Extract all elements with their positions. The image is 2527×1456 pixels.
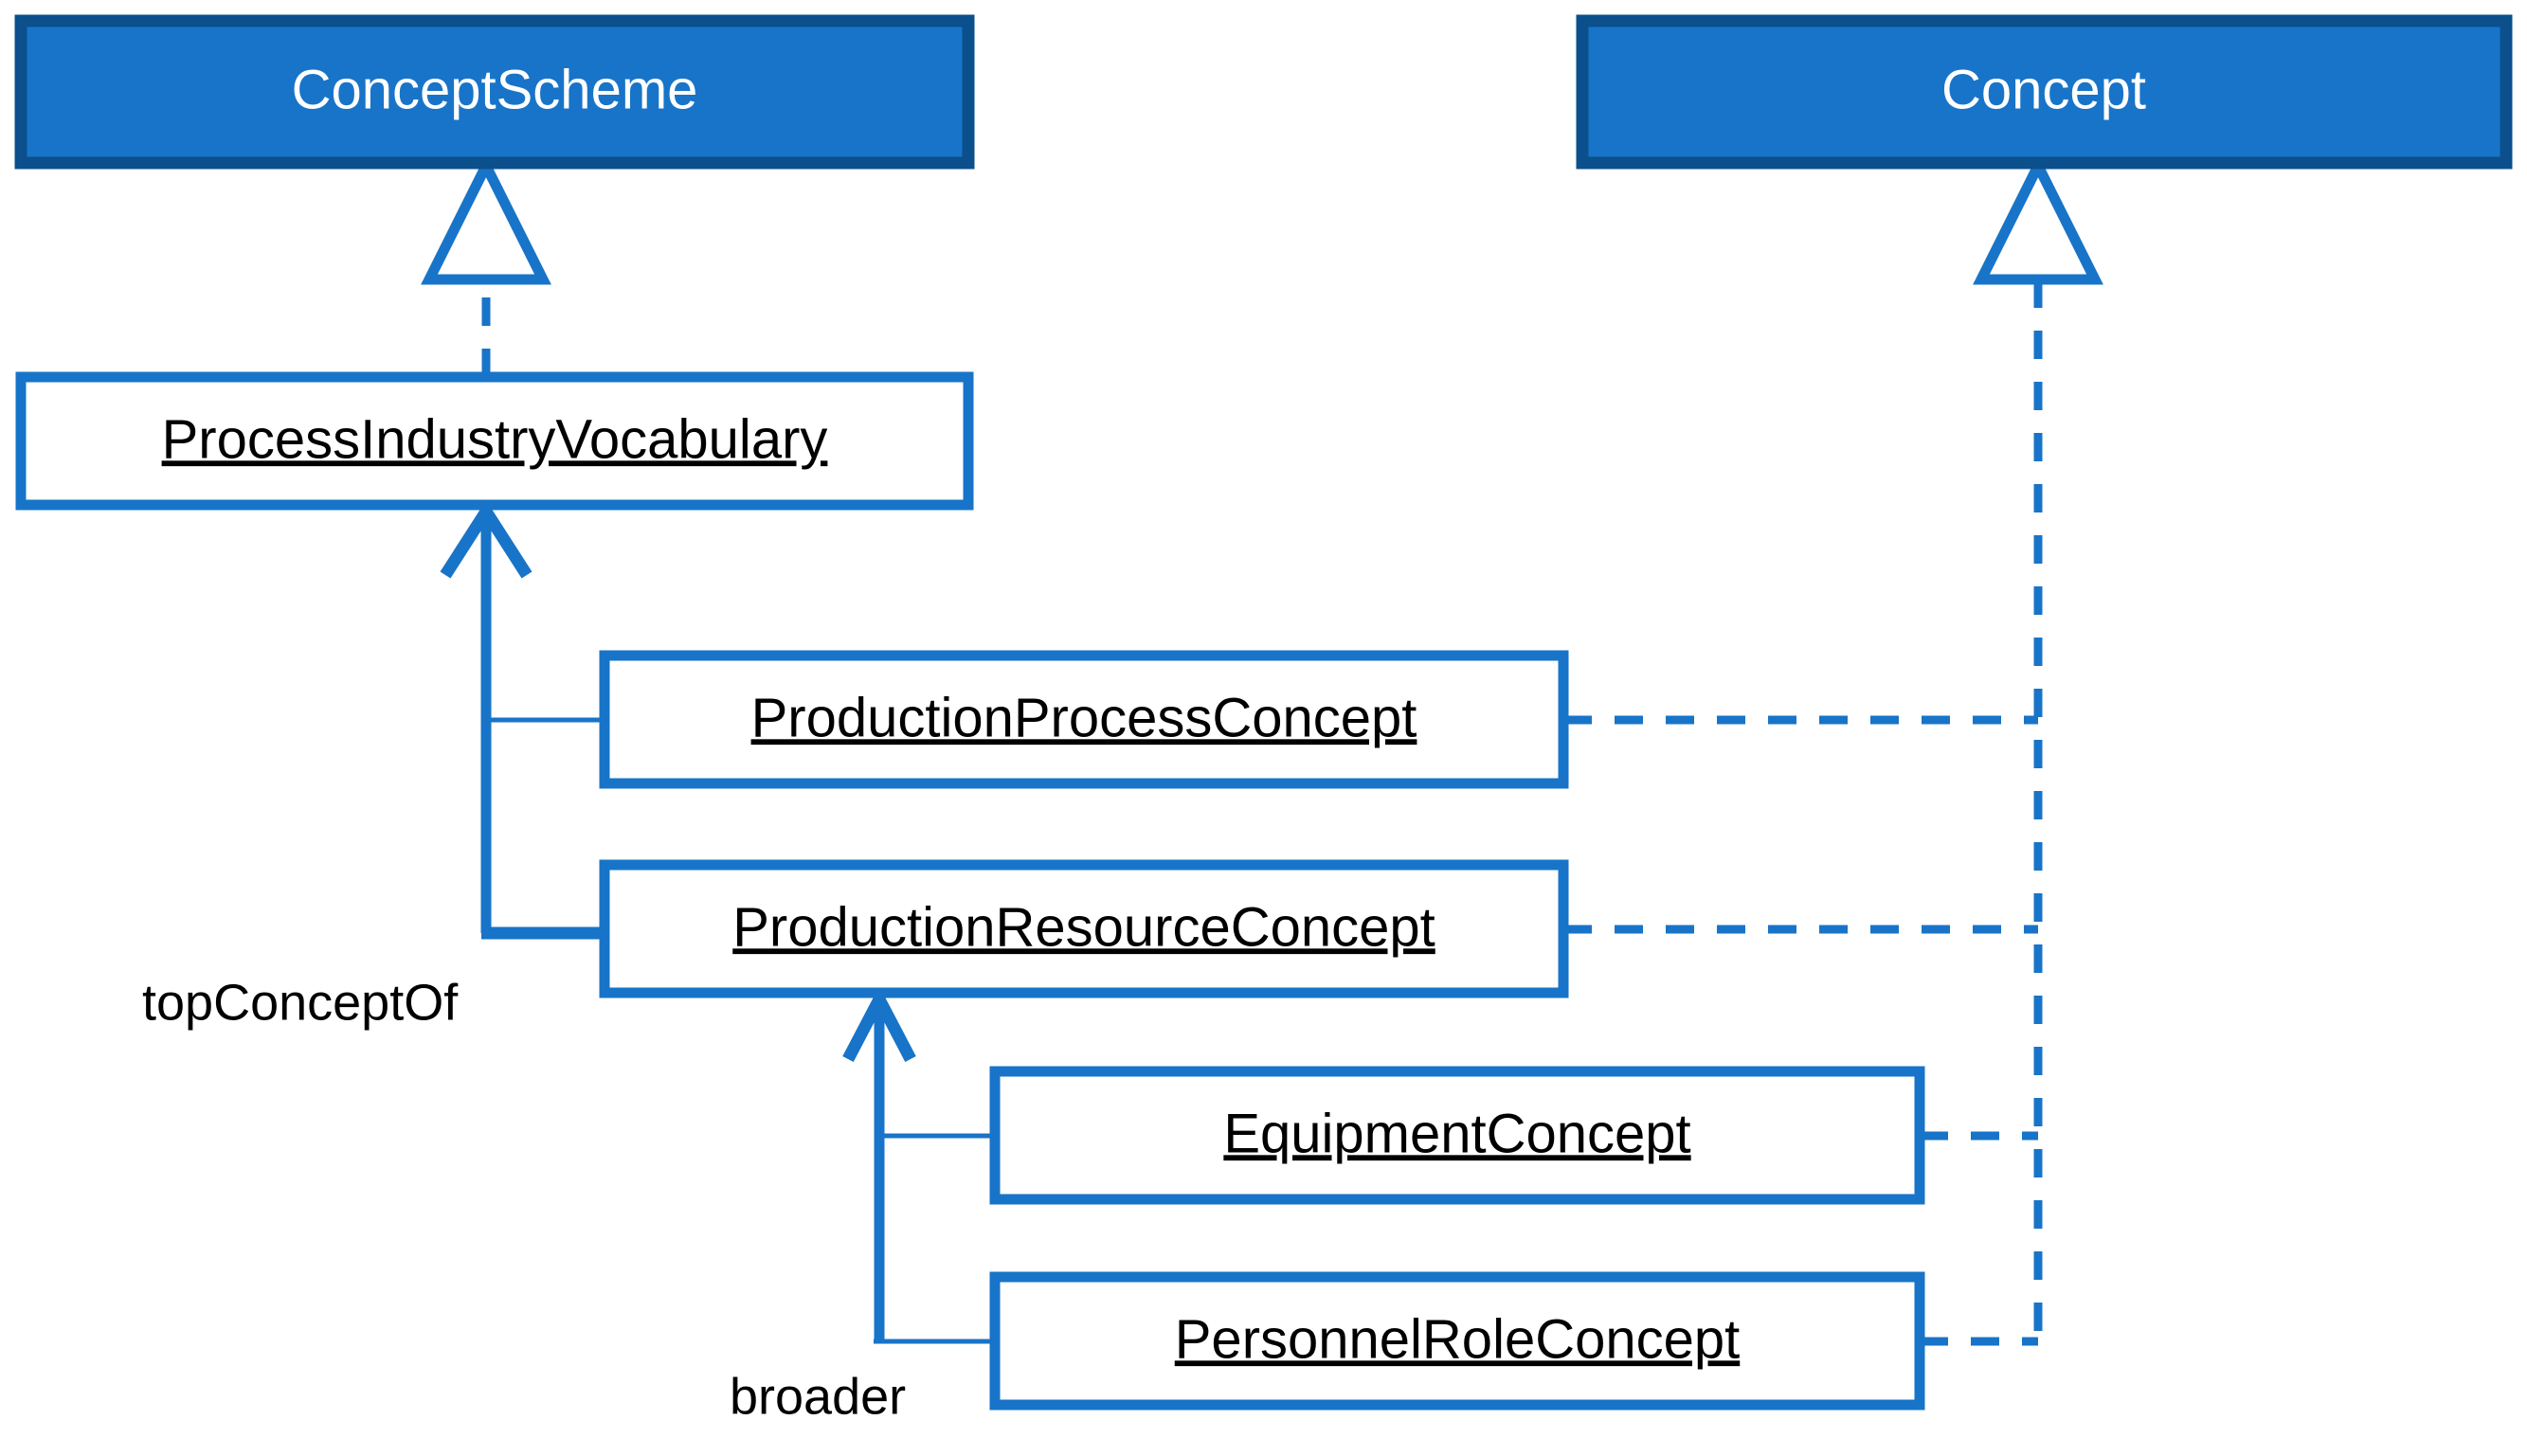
concept-scheme-label: ConceptScheme [292,59,698,120]
broader-arrowhead-icon [842,985,916,1063]
topconceptof-edge-label: topConceptOf [142,974,459,1031]
production-process-concept-label: ProductionProcessConcept [751,687,1417,748]
equipment-concept-box[interactable] [989,1066,1925,1205]
edge-instantiation-vocabulary [421,153,551,377]
hollow-triangle-left-icon [421,153,551,285]
edge-topconceptof [440,499,605,940]
concept-label: Concept [1941,59,2146,120]
broader-edge-label: broader [730,1368,906,1425]
concept-box[interactable] [1576,14,2513,170]
process-industry-vocabulary-box[interactable] [15,371,974,511]
production-process-concept-box[interactable] [599,650,1569,789]
personnel-role-concept-box[interactable] [989,1271,1925,1411]
personnel-role-concept-label: PersonnelRoleConcept [1175,1308,1740,1370]
production-resource-concept-label: ProductionResourceConcept [732,896,1435,958]
hollow-triangle-right-icon [1973,153,2103,285]
node-equipment-concept[interactable]: EquipmentConcept [989,1066,1925,1205]
concept-scheme-box[interactable] [14,14,975,170]
node-concept-scheme[interactable]: ConceptScheme [14,14,975,170]
edge-broader [842,985,995,1344]
topconceptof-arrowhead-icon [440,499,532,579]
equipment-concept-label: EquipmentConcept [1223,1103,1690,1164]
node-process-industry-vocabulary[interactable]: ProcessIndustryVocabulary [15,371,974,511]
node-concept[interactable]: Concept [1576,14,2513,170]
production-resource-concept-box[interactable] [599,859,1569,998]
node-production-process-concept[interactable]: ProductionProcessConcept [599,650,1569,789]
edge-instantiation-concepts [1563,153,2103,1346]
node-production-resource-concept[interactable]: ProductionResourceConcept [599,859,1569,998]
process-industry-vocabulary-label: ProcessIndustryVocabulary [162,408,828,470]
node-personnel-role-concept[interactable]: PersonnelRoleConcept [989,1271,1925,1411]
